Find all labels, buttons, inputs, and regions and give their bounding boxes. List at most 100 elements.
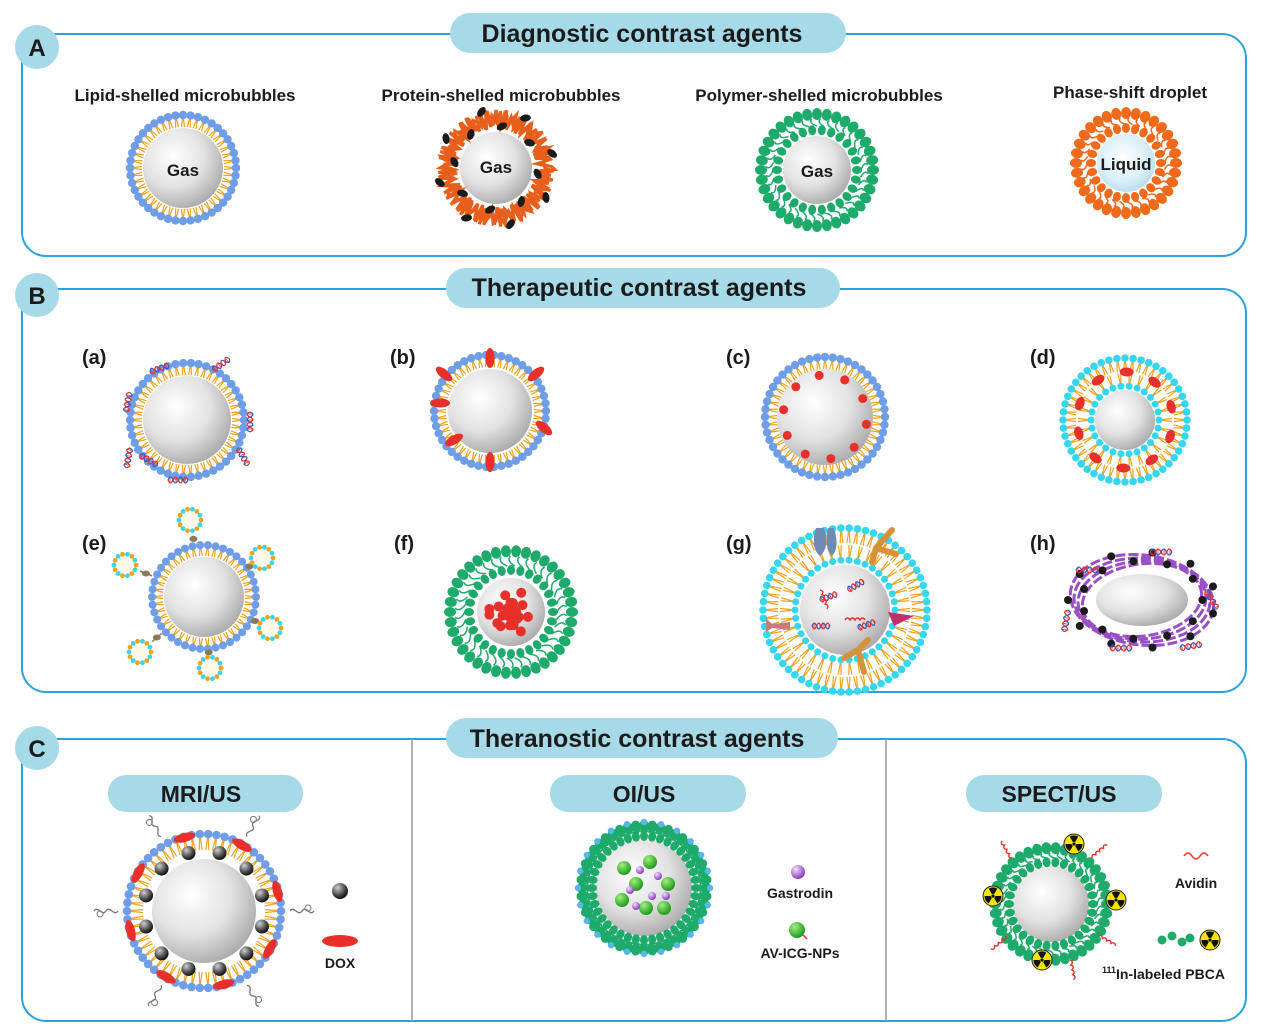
linker-node [251,618,260,625]
polymer-chain [508,555,516,567]
lipid-head [762,397,772,406]
lipid-head [201,469,211,478]
dna-base [124,409,129,411]
lipid-head [1170,453,1178,462]
protein-microbubble [434,106,559,230]
lipid-head [922,597,931,606]
dna-base [848,587,852,591]
nanoparticle-shell [194,508,200,514]
polymer-unit [808,204,817,215]
protein-strand [446,118,546,218]
lipid-head [215,462,225,471]
lipid-head [807,643,815,651]
polymer-chain [1141,197,1150,203]
dna-base [853,584,857,588]
lipid-head [1109,384,1117,392]
protein-blob [1186,632,1195,641]
lipid-microbubble-label: Lipid-shelled microbubbles [74,86,295,105]
polymer-unit [497,647,506,658]
polymer-unit [468,589,478,598]
lipid-head [447,447,456,457]
lipid-head [1155,416,1163,424]
core [1097,134,1155,192]
polymer-unit [648,934,657,945]
lipid-head [129,939,139,948]
agent-e-nanoparticle-conjugate [111,506,284,682]
lipid-head [805,532,813,541]
lipid-head [130,185,139,195]
polymer-unit [473,633,483,643]
lipid-head [805,679,813,688]
shell-dot [640,950,648,958]
lipid-head [828,687,837,695]
polymer-unit [691,884,701,892]
shell-dot [607,827,615,835]
polymer-unit [688,867,699,877]
lipid-head [178,110,188,120]
iron-oxide-legend-icon [332,883,348,899]
lipid-head [231,156,240,165]
polymer-unit [1166,138,1179,150]
dna-base [238,450,243,454]
polymer-unit [1130,206,1141,219]
protein-blob [524,139,535,147]
polymer-chain [1091,185,1096,194]
lipid-head [797,582,805,590]
polymer-unit [1033,859,1043,869]
nanoparticle-shell [269,550,275,556]
polymer-unit [789,132,799,142]
dna-base [213,366,217,371]
nanoparticle-shell [277,630,283,636]
lipid-head [434,384,443,393]
lipid-head [218,129,228,138]
nanoparticle-shell [262,566,267,572]
lipid-head [207,208,216,217]
polymer-unit [859,192,872,204]
peg-chain [245,815,261,837]
lipid-head [127,148,137,158]
nanoparticle-shell [147,654,153,660]
dna-base [829,594,832,599]
lipid-head [212,830,221,840]
lipid-head [1091,432,1099,440]
iron-oxide-particle [154,946,169,961]
oi-us-agent [574,818,714,958]
polymer-chain [541,644,554,650]
polymer-chain [1163,164,1172,170]
lipid-head [1090,469,1098,478]
lipid-head [792,614,800,622]
lipid-head [1077,372,1085,380]
iron-oxide-particle [254,919,269,934]
gastrodin-legend-icon [791,865,805,879]
dna-base [164,364,168,369]
polymer-unit [500,666,511,679]
dna-base [850,585,854,590]
nanoparticle-shell [200,656,206,662]
lipid-head [529,442,538,451]
polymer-unit [1076,945,1087,957]
lipid-head [227,451,236,461]
lipid-head [1181,432,1189,440]
core [143,128,223,208]
protein-blob [1188,574,1197,583]
lipid-head [897,546,906,555]
lipid-head [188,542,197,551]
protein-blob [533,168,542,179]
lipid-head [1170,378,1178,387]
lipid-head [1105,476,1113,484]
lipid-head [876,435,885,445]
lipid-head [122,906,132,916]
protein-blob [450,157,459,168]
polymer-chain [525,558,531,571]
polymer-unit [1154,167,1165,177]
lipid-head [130,393,139,402]
polymer-unit [850,156,861,165]
lipid-head [759,606,767,614]
polymer-chain [1064,854,1071,863]
peg-loop [145,818,153,826]
polymer-chain [484,650,489,663]
protein-blob [1148,643,1157,652]
lipid-head [211,542,220,551]
lipid-head [434,429,443,438]
lipid-head [533,435,543,445]
